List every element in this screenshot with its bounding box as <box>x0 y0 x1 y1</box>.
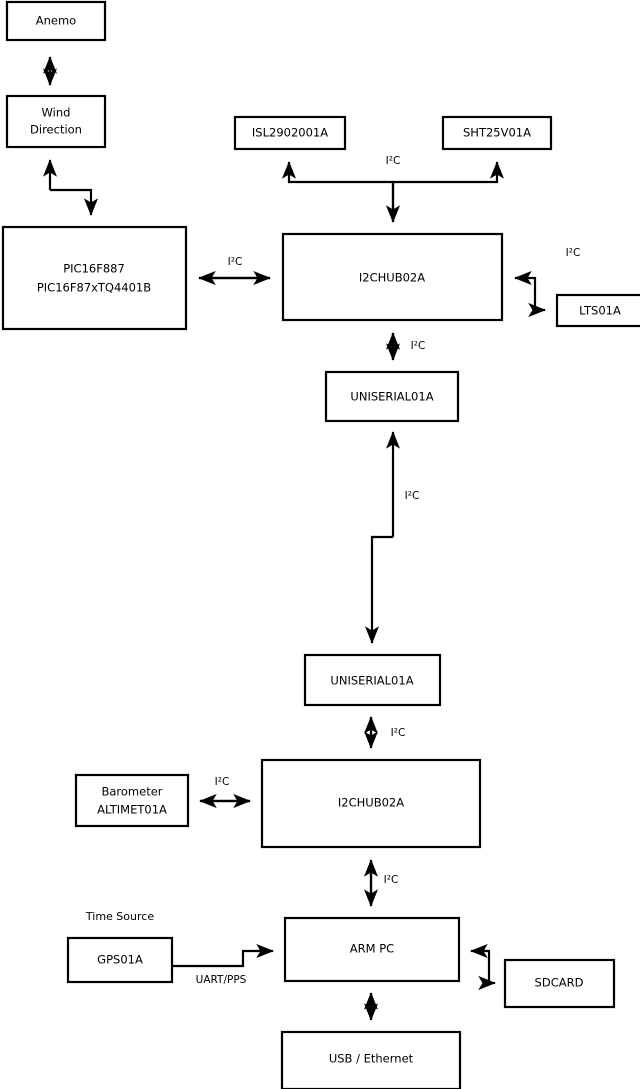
label-time-source: Time Source <box>85 910 154 923</box>
node-arm-pc[interactable] <box>283 916 461 983</box>
node-label-anemo: Anemo <box>36 14 76 28</box>
edge-label-i2c-sensorbus: I²C <box>386 155 401 167</box>
node-label-lts01a: LTS01A <box>579 304 621 318</box>
node-label-i2chub02a-bottom: I2CHUB02A <box>338 796 404 810</box>
node-barometer[interactable] <box>74 773 190 828</box>
node-label-sdcard: SDCARD <box>535 976 584 990</box>
connector-lts-hub <box>514 270 537 310</box>
node-i2chub02a-bottom[interactable] <box>260 758 482 849</box>
node-label-wind-direction-line2: Direction <box>30 123 82 137</box>
node-label-barometer-line1: Barometer <box>101 785 162 799</box>
node-label-i2chub02a-top: I2CHUB02A <box>359 271 425 285</box>
node-label-pic-line1: PIC16F887 <box>63 262 125 276</box>
edge-label-i2c-pic-hub: I²C <box>228 256 243 268</box>
free-labels: Time Source <box>85 910 154 923</box>
node-isl2902001a[interactable] <box>233 115 347 151</box>
node-uniserial01a-bottom[interactable] <box>303 653 442 707</box>
edge-label-i2c-barometer: I²C <box>215 776 230 788</box>
connector-unilink-down <box>364 535 393 644</box>
node-label-wind-direction-line1: Wind <box>42 106 71 120</box>
edge-label-i2c-hub-uni: I²C <box>411 340 426 352</box>
connector-sensorbus-sht <box>393 161 505 184</box>
edge-label-i2c-uni-hub2: I²C <box>391 727 406 739</box>
node-label-sht25v01a: SHT25V01A <box>463 126 531 140</box>
node-sdcard[interactable] <box>503 958 616 1009</box>
node-uniserial01a-top[interactable] <box>324 370 460 423</box>
node-anemo[interactable] <box>5 0 107 42</box>
edge-label-i2c-lts: I²C <box>566 247 581 259</box>
node-label-barometer-line2: ALTIMET01A <box>97 803 167 817</box>
node-lts01a[interactable] <box>555 293 640 328</box>
edge-labels: I²C I²C I²C I²C I²C I²C I²C I²C UART/PPS <box>196 155 581 986</box>
node-sht25v01a[interactable] <box>441 115 553 151</box>
connector-hub-sensorbus <box>281 161 395 222</box>
node-i2chub02a-top[interactable] <box>281 232 504 322</box>
node-usb-ethernet[interactable] <box>280 1030 462 1089</box>
edge-label-i2c-uni-uni: I²C <box>405 490 420 502</box>
node-label-usb-ethernet: USB / Ethernet <box>329 1052 414 1066</box>
connectors <box>42 56 546 1021</box>
edge-label-uart-pps: UART/PPS <box>196 974 247 986</box>
node-gps01a[interactable] <box>66 936 174 984</box>
node-label-uniserial01a-top: UNISERIAL01A <box>350 390 433 404</box>
node-label-pic-line2: PIC16F87xTQ4401B <box>37 281 151 295</box>
edge-label-i2c-hub2-armpc: I²C <box>384 874 399 886</box>
node-wind-direction[interactable] <box>5 94 107 149</box>
node-labels: Anemo Wind Direction PIC16F887 PIC16F87x… <box>30 14 621 1066</box>
node-label-uniserial01a-bottom: UNISERIAL01A <box>330 674 413 688</box>
node-pic-mcu[interactable] <box>1 225 188 331</box>
node-label-arm-pc: ARM PC <box>350 942 394 956</box>
connector-wind-pic <box>50 188 99 216</box>
connector-sdcard-armpc <box>470 943 491 983</box>
node-label-gps01a: GPS01A <box>97 953 143 967</box>
connector-gps-armpc <box>172 943 274 968</box>
node-label-isl2902001a: ISL2902001A <box>252 126 328 140</box>
